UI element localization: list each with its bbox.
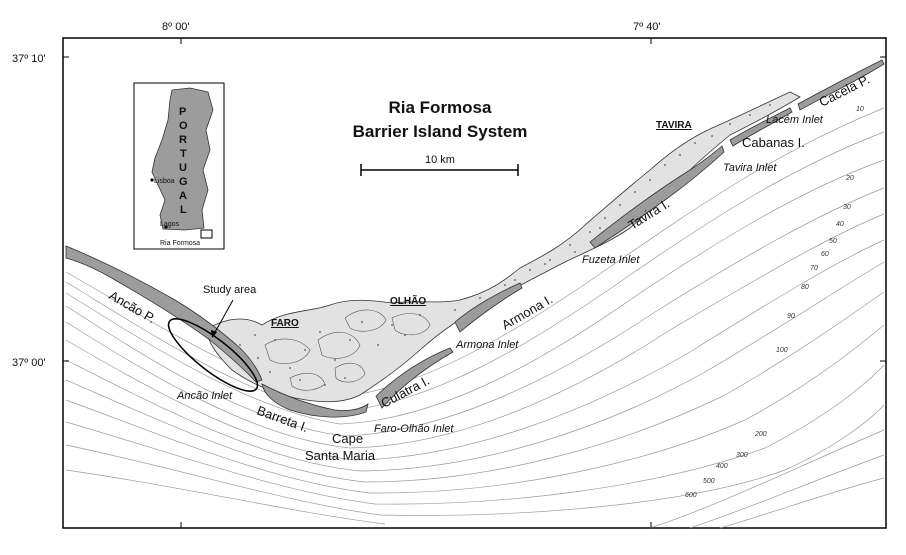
lon-tick-label: 7º 40' [633, 21, 661, 33]
depth-label: 60 [821, 251, 829, 258]
study-area-ellipse [167, 318, 259, 392]
country-letter: A [179, 190, 187, 202]
lat-tick-label: 37º 00' [12, 357, 46, 369]
scale-bar [360, 164, 519, 176]
inset-city-lagos: Lagos [160, 221, 180, 228]
study-area-label: Study area [203, 284, 257, 296]
depth-label: 400 [716, 463, 728, 470]
lisboa-dot [150, 178, 154, 182]
depth-label: 90 [787, 313, 795, 320]
depth-label: 200 [754, 431, 767, 438]
depth-label: 50 [829, 238, 837, 245]
lagoon-marsh [204, 91, 801, 403]
scale-bar-label: 10 km [425, 154, 455, 166]
country-letter: P [179, 106, 186, 118]
armona-island [454, 282, 523, 333]
bathymetry-contours [65, 107, 885, 529]
tavira-island [589, 145, 725, 249]
label-tavira-inlet: Tavira Inlet [723, 162, 777, 174]
label-cabanas-island: Cabanas I. [742, 135, 805, 150]
depth-label: 30 [843, 204, 851, 211]
barrier-islands [65, 59, 885, 418]
depth-label: 80 [801, 284, 809, 291]
inset-region-label: Ria Formosa [160, 240, 200, 247]
depth-label: 600 [685, 492, 697, 499]
country-letter: L [180, 204, 187, 216]
depth-label: 70 [810, 265, 818, 272]
inset-region-box [200, 229, 213, 239]
town-tavira: TAVIRA [656, 120, 692, 131]
inset-city-lisboa: Lisboa [154, 178, 175, 185]
lagos-dot [164, 225, 168, 229]
cacela-peninsula [797, 59, 885, 111]
depth-label: 300 [736, 452, 748, 459]
depth-label: 100 [776, 347, 788, 354]
portugal-letters: P O R T U G A L [179, 106, 188, 216]
depth-labels: 10 20 30 40 50 60 70 80 90 100 200 300 4… [685, 106, 864, 499]
lon-tick-label: 8º 00' [162, 21, 190, 33]
ancao-peninsula [65, 245, 263, 383]
portugal-shape [151, 87, 214, 231]
country-letter: T [180, 148, 187, 160]
label-fuzeta-inlet: Fuzeta Inlet [582, 254, 640, 266]
label-lacem-inlet: Lacém Inlet [766, 114, 824, 126]
label-armona-inlet: Armona Inlet [455, 339, 519, 351]
cabanas-island [729, 107, 793, 147]
lat-tick-label: 37º 10' [12, 53, 46, 65]
depth-label: 20 [845, 175, 854, 182]
depth-label: 500 [703, 478, 715, 485]
country-letter: R [179, 134, 187, 146]
map-title-line1: Ria Formosa [389, 98, 493, 117]
country-letter: U [179, 162, 187, 174]
study-area-pointer [213, 299, 234, 335]
study-area-arrowhead [211, 330, 217, 338]
country-letter: O [179, 120, 188, 132]
label-cape: Cape [332, 431, 363, 446]
map-title-line2: Barrier Island System [353, 122, 528, 141]
label-faro-olhao-inlet: Faro-Olhão Inlet [374, 423, 454, 435]
country-letter: G [179, 176, 188, 188]
label-ancao-inlet: Ancão Inlet [176, 390, 233, 402]
culatra-island [375, 347, 454, 409]
frame-ticks [63, 38, 886, 528]
depth-label: 40 [836, 221, 844, 228]
label-santa-maria: Santa Maria [305, 448, 376, 463]
marsh-islets [264, 309, 431, 391]
depth-label: 10 [856, 106, 864, 113]
town-faro: FARO [271, 318, 299, 329]
town-olhao: OLHÃO [390, 294, 426, 307]
barreta-island [261, 383, 369, 418]
